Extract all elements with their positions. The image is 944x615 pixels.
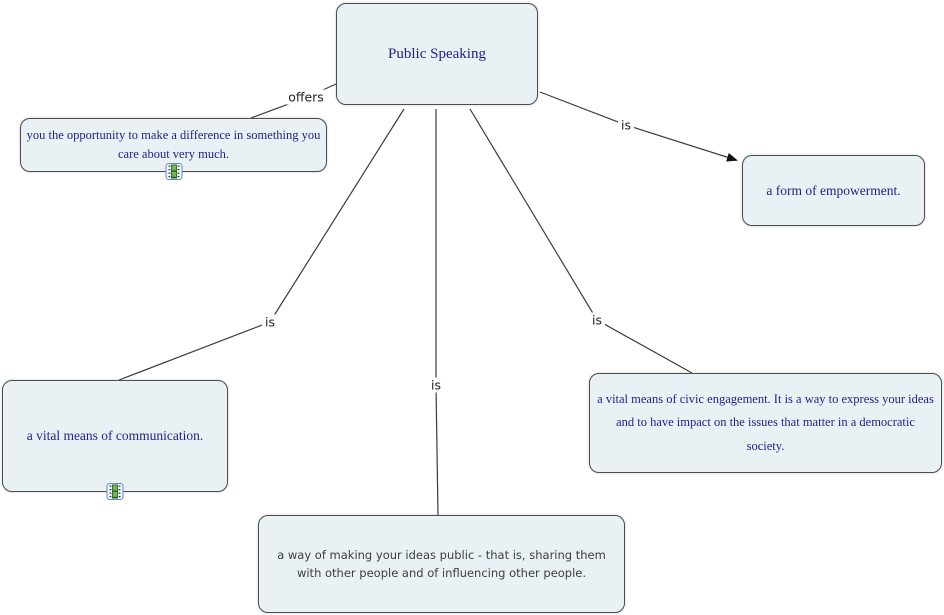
concept-node-ideas-public[interactable]: a way of making your ideas public - that… xyxy=(258,515,625,613)
edge-line-is-ideas-public[interactable] xyxy=(435,109,439,516)
film-resource-icon[interactable] xyxy=(165,163,182,180)
concept-node-label: a way of making your ideas public - that… xyxy=(277,547,606,580)
concept-node-label: a vital means of civic engagement. It is… xyxy=(597,392,934,453)
concept-node-label: a vital means of communication. xyxy=(26,428,204,443)
concept-node-label: a form of empowerment. xyxy=(766,182,901,198)
concept-node-public-speaking[interactable]: Public Speaking xyxy=(336,3,538,105)
edge-label-is-civic[interactable]: is xyxy=(589,312,605,328)
edge-label-is-communication[interactable]: is xyxy=(262,314,278,330)
concept-node-opportunity[interactable]: you the opportunity to make a difference… xyxy=(20,118,327,180)
edge-line-is-empowerment[interactable] xyxy=(539,91,738,162)
edge-label-offers[interactable]: offers xyxy=(285,89,327,105)
concept-node-empowerment[interactable]: a form of empowerment. xyxy=(742,155,925,226)
edge-line-is-civic[interactable] xyxy=(469,108,693,374)
concept-node-label: Public Speaking xyxy=(388,45,486,62)
concept-node-civic-engagement[interactable]: a vital means of civic engagement. It is… xyxy=(589,373,942,473)
edge-label-is-empowerment[interactable]: is xyxy=(618,117,634,133)
concept-node-label: you the opportunity to make a difference… xyxy=(26,128,321,161)
concept-node-communication[interactable]: a vital means of communication. xyxy=(2,380,228,500)
film-resource-icon[interactable] xyxy=(106,483,124,500)
edge-label-is-ideas-public[interactable]: is xyxy=(428,377,444,393)
